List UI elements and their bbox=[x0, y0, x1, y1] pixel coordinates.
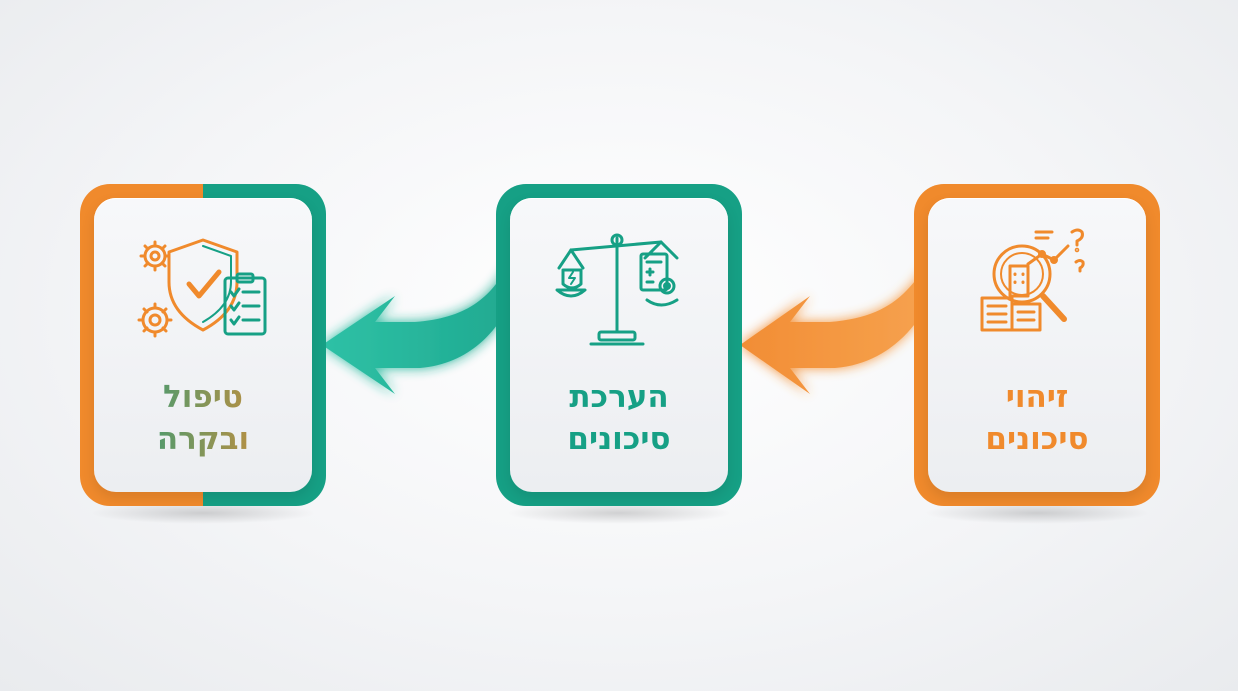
orange-arrow-shape bbox=[740, 262, 930, 394]
step-card-treat: טיפול ובקרה bbox=[80, 184, 326, 524]
step-label-treat-line2: ובקרה bbox=[94, 418, 312, 460]
scale-icon bbox=[555, 233, 679, 346]
step-card-identify: זיהוי סיכונים bbox=[914, 184, 1160, 524]
step-label-treat-line1: טיפול bbox=[94, 376, 312, 418]
teal-arrow-shape bbox=[322, 262, 512, 394]
step-card-assess: הערכת סיכונים bbox=[496, 184, 742, 524]
shield-check-icon bbox=[137, 238, 267, 338]
step-label-assess-line1: הערכת bbox=[569, 379, 669, 415]
magnifier-building-icon bbox=[980, 228, 1085, 332]
step-label-assess-line2: סיכונים bbox=[567, 421, 671, 457]
step-label-identify-line1: זיהוי bbox=[1005, 379, 1069, 415]
step-label-identify-line2: סיכונים bbox=[985, 421, 1089, 457]
